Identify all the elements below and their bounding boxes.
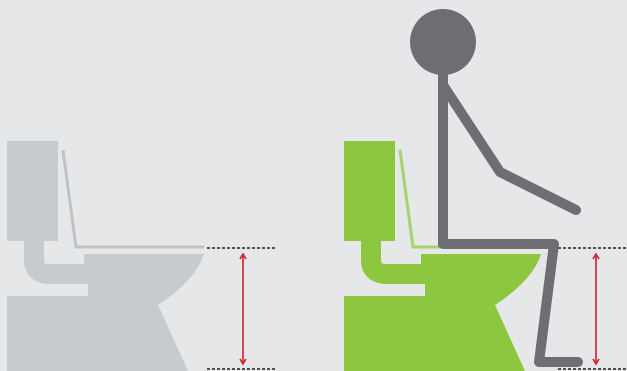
standard-toilet [7, 141, 277, 371]
standard-height-measure-arrow [240, 254, 246, 364]
person-head [410, 9, 476, 75]
standard-toilet-pipe [34, 238, 90, 274]
raised-height-measure-arrow [593, 254, 599, 364]
standard-toilet-seat-lid [63, 150, 204, 247]
standard-toilet-tank [7, 141, 58, 241]
raised-toilet-seat-lid [400, 150, 541, 247]
raised-toilet [344, 141, 627, 371]
raised-toilet-tank [344, 141, 395, 241]
raised-toilet-pipe [371, 238, 427, 274]
person-arm [443, 85, 576, 210]
